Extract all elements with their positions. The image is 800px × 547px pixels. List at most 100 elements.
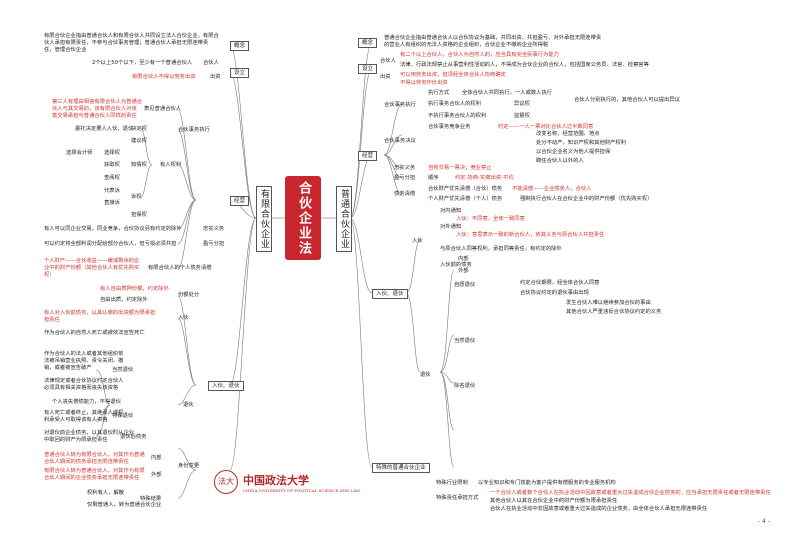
left-creditor-red-1: 个人财产——合伙收益——缓减剩余的企 bbox=[44, 258, 140, 264]
left-t2: 仅剩普通人，转为普通合伙企业 bbox=[87, 502, 162, 508]
right-exec-4a: 约定——一人一票对比合伙人过半数同意 bbox=[498, 124, 594, 130]
left-exit-1: 作为合伙人的自然人死亡或被依法宣告死亡 bbox=[44, 330, 145, 336]
left-change-out: 外部 bbox=[151, 472, 162, 478]
left-name-red-1: 第三人有理由相信有限合伙人为普通合 bbox=[52, 99, 143, 105]
left-exec-6b: 诉权 bbox=[131, 194, 142, 200]
left-self-deal-b: 忠实义务 bbox=[203, 226, 225, 232]
page-number: - 4 - bbox=[758, 518, 770, 525]
right-sp-2: 特殊责任承担方式 bbox=[436, 495, 479, 501]
left-rights: 有人权利 bbox=[160, 162, 182, 168]
left-join-red-2: 担责任 bbox=[44, 317, 60, 323]
right-concept-1: 普通合伙企业指由普通合伙人以合伙协议为基础，共同出资、共担盈亏、对外承担无限连带… bbox=[384, 35, 602, 41]
left-exit-4: 个人丧失偿债能力，不得退伙 bbox=[52, 399, 121, 405]
left-exit-2: 作为合伙人的法人或者其他组织依 bbox=[44, 351, 124, 357]
right-s-5: 不得以劳务作价出资 bbox=[400, 80, 448, 86]
right-decision-label: 合伙事务决议 bbox=[384, 138, 416, 144]
left-exit-6b: 中取回的财产为限承担责任 bbox=[44, 437, 108, 443]
left-concept-box: 概念 bbox=[230, 41, 250, 51]
right-debt-4: 强制执行合伙人在合伙企业中的财产份额（优先购买权） bbox=[520, 196, 653, 202]
right-leave-5: 其他合伙人严重违反合伙协议约定的义务 bbox=[566, 309, 662, 315]
seal-icon: 法大 bbox=[214, 470, 238, 494]
right-s-2: 有二个以上合伙人，合伙人为自然人的，应当具有完全民事行为能力 bbox=[400, 52, 559, 58]
left-join-exit-box: 入伙、退伙 bbox=[208, 381, 244, 391]
central-topic: 合伙企业法 bbox=[285, 176, 321, 260]
left-exec-4: 获取权 bbox=[104, 162, 120, 168]
right-leave-a: 自愿退伙 bbox=[454, 282, 476, 288]
right-join-box: 入伙、退伙 bbox=[372, 289, 408, 299]
right-special-box: 特殊的普通合伙企业 bbox=[372, 463, 430, 473]
left-t-box: 特殊结果 bbox=[140, 496, 162, 502]
left-change-red-2: 合伙人期间的债务承担无限连带责任 bbox=[44, 459, 129, 465]
left-change-in: 内部 bbox=[151, 455, 162, 461]
right-exec-2c: 合伙人分别执行的，其他合伙人可以提出异议 bbox=[574, 97, 680, 103]
left-exec-3b: 选择权 bbox=[104, 150, 120, 156]
right-profit-a: 顺序 bbox=[428, 175, 439, 181]
left-exit-7: 特殊退伙 bbox=[112, 413, 134, 419]
left-concept-text-2: 伙人承担有限责任，不参与合伙事务管理；普通合伙人承担无限连带责 bbox=[44, 40, 209, 46]
right-exec-label: 合伙事务执行 bbox=[384, 102, 416, 108]
right-exec-2a: 异议权 bbox=[514, 101, 530, 107]
left-change-box: 身份变更 bbox=[178, 463, 200, 469]
left-share-dispose: 份额处分 bbox=[178, 292, 200, 298]
right-exec-2: 执行事务合伙人的权利 bbox=[428, 101, 481, 107]
right-decision-2: 处分不动产，知识产权和其他财产权利 bbox=[536, 140, 627, 146]
left-exec-7: 直接诉 bbox=[104, 200, 120, 206]
right-exec-1: 执行方式 bbox=[428, 90, 450, 96]
right-ops-box: 经营 bbox=[358, 151, 378, 161]
left-setup-box: 设立 bbox=[230, 68, 250, 78]
left-setup-2b: 出资 bbox=[210, 74, 221, 80]
right-debt-1: 合伙财产优先清偿（合伙）债务 bbox=[428, 186, 503, 192]
right-concept-box: 概念 bbox=[358, 38, 378, 48]
right-j-3: 对外通知 bbox=[440, 224, 462, 230]
right-s-3: 法律、行政法规禁止从事营利性活动的人，不得成为合伙企业的合伙人，包括国家公务员、… bbox=[400, 62, 649, 68]
right-decision-3: 以合伙企业名义为他人提供担保 bbox=[536, 149, 611, 155]
right-debt-3: 不能清偿——企业债务人，合伙人 bbox=[512, 186, 592, 192]
right-setup-box: 设立 bbox=[358, 64, 378, 74]
right-exec-4: 合伙事务竞争业务 bbox=[428, 124, 471, 130]
right-j-1: 对内通知 bbox=[440, 208, 462, 214]
right-j-2: 入伙：不同意，全体一致同意 bbox=[456, 216, 525, 222]
left-exit-2b: 法被吊销营业执照、责令关闭、撤 bbox=[44, 358, 124, 364]
right-j-after-a: 内部 bbox=[458, 256, 469, 262]
branch-general-partnership: 普通合伙企业 bbox=[336, 186, 352, 252]
left-change-red-1: 普通合伙人转为有限合伙人，对其作为普通 bbox=[44, 452, 145, 458]
left-sd-2: 自由出质，约定除外 bbox=[100, 297, 148, 303]
left-exec-1: 委托决定要人入伙、退伙 bbox=[75, 126, 134, 132]
right-leave-b: 当然退伙 bbox=[454, 338, 476, 344]
right-s-1b: 合伙人 bbox=[380, 58, 396, 64]
left-exec-2: 建议权 bbox=[131, 138, 147, 144]
right-j-label: 入伙 bbox=[412, 238, 423, 244]
left-share-b: 盈亏分担 bbox=[203, 241, 225, 247]
right-leave-1: 约定合伙期限，经全体合伙人同意 bbox=[520, 280, 600, 286]
right-exec-1a: 全体合伙人共同执行，一人或数人执行 bbox=[462, 90, 553, 96]
right-decision-4: 聘任合伙人以外的人 bbox=[536, 158, 584, 164]
left-sd-1: 有人自由质押份额，约定除外 bbox=[100, 286, 169, 292]
right-debt-2: 个人财产优先清偿（个人）债务 bbox=[428, 196, 503, 202]
university-logo: 法大 中国政法大学 CHINA UNIVERSITY OF POLITICAL … bbox=[214, 470, 360, 494]
right-sp-2b: 其他合伙人以其在合伙企业中的财产份额为限承担责任 bbox=[490, 498, 618, 504]
left-setup-2: 有限合伙人不得以劳务出资 bbox=[132, 74, 196, 80]
left-creditor-red-2: 业中的财产份额（其他合伙人有优先购买 bbox=[44, 265, 140, 271]
left-concept-text-3: 任，管理合伙企业 bbox=[44, 47, 87, 53]
right-loyalty: 忠实义务 bbox=[394, 165, 416, 171]
left-change-red-4: 合伙人期间的企业债务承担无限连带责任 bbox=[44, 475, 140, 481]
left-exit-box: 退伙 bbox=[183, 402, 194, 408]
right-profit-b: 约定-协商-实缴出资-平均 bbox=[455, 175, 514, 181]
left-concept-text-1: 有限合伙企业指由普通合伙人和有限合伙人共同设立法人合伙企业，有限合 bbox=[44, 33, 219, 39]
right-sp-2c: 合伙人在执业活动中非因故意或者重大过失造成的企业债务，由全体合伙人承担无限连带责… bbox=[490, 506, 708, 512]
right-j-4: 入伙：意思表示一致的新合伙人，依其义务与原合伙人共担责任 bbox=[456, 232, 605, 238]
right-sp-1: 特殊行业限制 bbox=[436, 480, 468, 486]
left-exit-3b: 必须具有相关资格而丧失该资格 bbox=[44, 385, 119, 391]
left-exit-6: 对退伙前企业债务，以其退伙时从企业 bbox=[44, 430, 135, 436]
right-s-4b: 出资 bbox=[380, 74, 391, 80]
left-name-red-3: 笔交易承担与普通合伙人同样的责任 bbox=[52, 113, 137, 119]
right-profit: 盈亏分担 bbox=[394, 175, 416, 181]
right-j-after: 入伙前的债务 bbox=[440, 262, 472, 268]
right-leave-4: 发生合伙人难以继续参加合伙的事由 bbox=[566, 300, 651, 306]
right-debt-label: 债务清偿 bbox=[394, 191, 416, 197]
left-setup-1: 2个以上50个以下，至少有一个普通合伙人 bbox=[92, 60, 193, 66]
left-exit-2c: 销，或者被宣告破产 bbox=[44, 365, 92, 371]
left-join-red-1: 有人对入伙前债务，以其认缴的出资额为限承担 bbox=[44, 310, 156, 316]
